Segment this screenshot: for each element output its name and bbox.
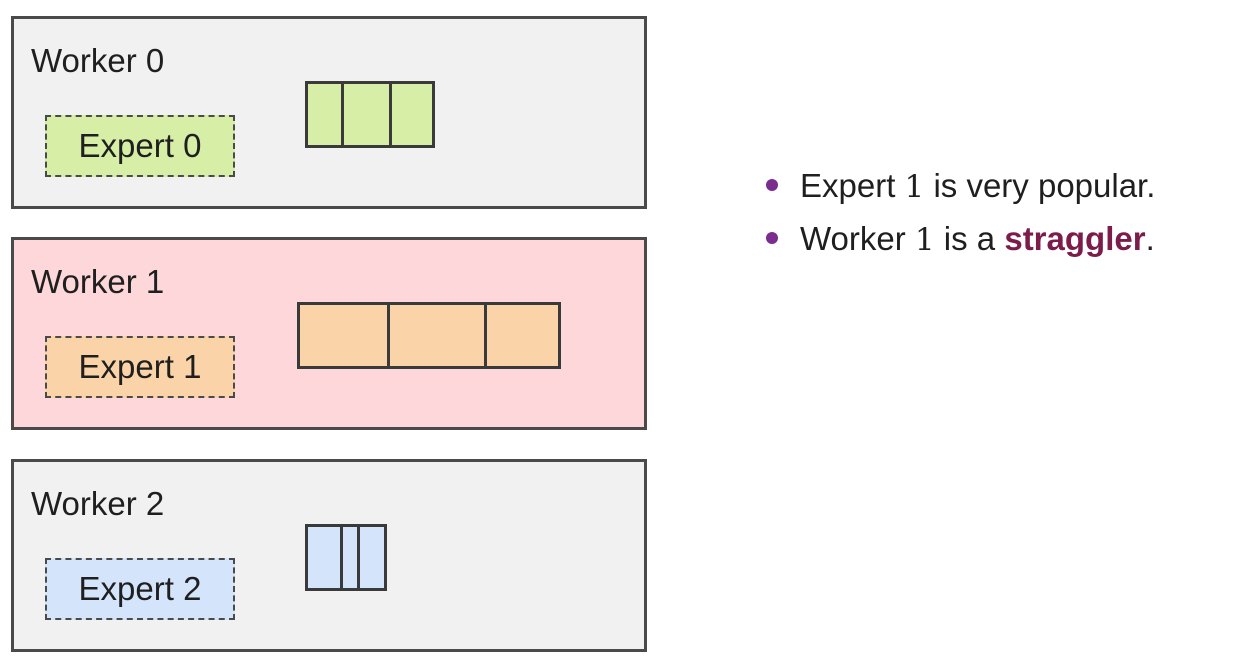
worker-title: Worker 2: [31, 485, 165, 522]
note-prefix: Worker: [800, 220, 915, 257]
expert-box: Expert 0: [45, 115, 235, 177]
bullet-icon: [766, 232, 778, 244]
token-slot: [308, 84, 341, 145]
worker-panel-0: Worker 0 Expert 0: [11, 16, 647, 209]
note-suffix: is a: [934, 220, 1005, 257]
token-slot: [341, 84, 389, 145]
note-end: .: [1145, 220, 1155, 257]
worker-panel-2: Worker 2 Expert 2: [11, 459, 647, 652]
expert-box: Expert 1: [45, 336, 235, 398]
note-number: 1: [904, 169, 925, 205]
token-slot: [308, 527, 340, 588]
token-queue: [297, 302, 561, 369]
notes-list: Expert 1 is very popular. Worker 1 is a …: [764, 160, 1155, 266]
expert-box: Expert 2: [45, 558, 235, 620]
note-item: Expert 1 is very popular.: [764, 160, 1155, 213]
token-slot: [387, 305, 484, 366]
token-queue: [305, 524, 387, 591]
token-slot: [300, 305, 387, 366]
token-queue: [305, 81, 435, 148]
note-prefix: Expert: [800, 167, 905, 204]
worker-panel-1: Worker 1 Expert 1: [11, 237, 647, 430]
token-slot: [340, 527, 357, 588]
worker-title: Worker 0: [31, 42, 165, 79]
worker-title: Worker 1: [31, 263, 165, 300]
note-number: 1: [914, 222, 935, 258]
straggler-emphasis: straggler: [1004, 220, 1146, 257]
note-suffix: is very popular.: [924, 167, 1156, 204]
note-item: Worker 1 is a straggler.: [764, 213, 1155, 266]
bullet-icon: [766, 179, 778, 191]
token-slot: [389, 84, 432, 145]
token-slot: [484, 305, 558, 366]
token-slot: [357, 527, 384, 588]
